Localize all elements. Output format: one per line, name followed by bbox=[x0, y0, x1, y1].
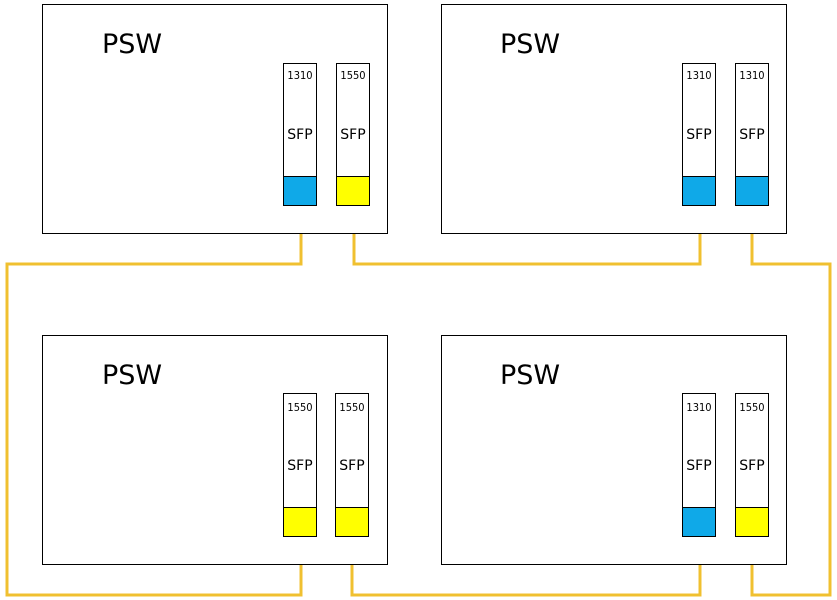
cable-sw2-m2-to-sw4-m2 bbox=[750, 205, 832, 597]
wavelength-label: 1310 bbox=[686, 69, 711, 82]
sfp-label: SFP bbox=[287, 127, 312, 143]
sfp-port[interactable] bbox=[735, 507, 769, 537]
sfp-module: 1310 SFP bbox=[283, 63, 317, 206]
sfp-module: 1310 SFP bbox=[682, 393, 716, 537]
cable-sw3-m2-to-sw4-m1 bbox=[350, 536, 702, 597]
switch-chassis bbox=[42, 335, 388, 565]
sfp-port[interactable] bbox=[283, 176, 317, 206]
sfp-label: SFP bbox=[686, 458, 711, 474]
switch-label: PSW bbox=[102, 29, 162, 60]
sfp-module: 1550 SFP bbox=[336, 63, 370, 206]
sfp-port[interactable] bbox=[335, 507, 369, 537]
sfp-port[interactable] bbox=[682, 507, 716, 537]
sfp-module: 1550 SFP bbox=[735, 393, 769, 537]
sfp-port[interactable] bbox=[336, 176, 370, 206]
switch-chassis bbox=[441, 4, 787, 234]
switch-4: PSW 1310 SFP 1550 SFP bbox=[441, 335, 787, 565]
sfp-module: 1550 SFP bbox=[283, 393, 317, 537]
cable-sw1-m1-to-sw3-m1 bbox=[5, 205, 303, 597]
switch-label: PSW bbox=[500, 29, 560, 60]
sfp-label: SFP bbox=[340, 127, 365, 143]
wavelength-label: 1550 bbox=[339, 401, 364, 414]
wavelength-label: 1550 bbox=[287, 401, 312, 414]
sfp-label: SFP bbox=[686, 127, 711, 143]
sfp-module: 1310 SFP bbox=[682, 63, 716, 206]
switch-chassis bbox=[42, 4, 388, 234]
sfp-label: SFP bbox=[287, 458, 312, 474]
sfp-label: SFP bbox=[739, 127, 764, 143]
sfp-port[interactable] bbox=[283, 507, 317, 537]
wavelength-label: 1550 bbox=[739, 401, 764, 414]
switch-label: PSW bbox=[500, 360, 560, 391]
sfp-port[interactable] bbox=[735, 176, 769, 206]
cable-sw1-m2-to-sw2-m1 bbox=[352, 205, 702, 266]
sfp-module: 1550 SFP bbox=[335, 393, 369, 537]
switch-2: PSW 1310 SFP 1310 SFP bbox=[441, 4, 787, 234]
wavelength-label: 1310 bbox=[739, 69, 764, 82]
cables bbox=[5, 205, 832, 597]
sfp-label: SFP bbox=[339, 458, 364, 474]
sfp-module: 1310 SFP bbox=[735, 63, 769, 206]
wavelength-label: 1310 bbox=[287, 69, 312, 82]
sfp-port[interactable] bbox=[682, 176, 716, 206]
sfp-label: SFP bbox=[739, 458, 764, 474]
switch-label: PSW bbox=[102, 360, 162, 391]
wavelength-label: 1310 bbox=[686, 401, 711, 414]
wavelength-label: 1550 bbox=[340, 69, 365, 82]
switch-chassis bbox=[441, 335, 787, 565]
switch-3: PSW 1550 SFP 1550 SFP bbox=[42, 335, 388, 565]
switch-1: PSW 1310 SFP 1550 SFP bbox=[42, 4, 388, 234]
